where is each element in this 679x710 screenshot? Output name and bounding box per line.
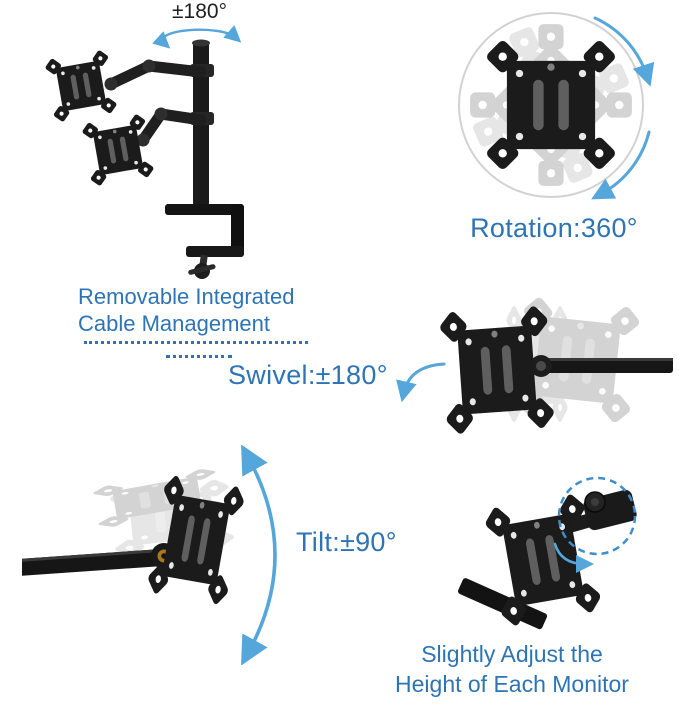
- rotation-circle-illustration: [457, 11, 655, 200]
- knob-highlight-circle: [557, 476, 637, 556]
- height-adjust-label: Slightly Adjust the Height of Each Monit…: [352, 639, 672, 699]
- pole-rotation-label: ±180°: [172, 0, 227, 23]
- tilt-arrow-icon: [241, 445, 277, 665]
- desk-clamp: [165, 204, 244, 279]
- dotted-underline-short: [166, 355, 232, 358]
- upper-arm: [104, 59, 207, 91]
- knob-arrow-icon: [553, 542, 595, 574]
- height-adjust-illustration: [458, 476, 637, 630]
- tilt-label: Tilt:±90°: [296, 527, 397, 557]
- cable-management-line2: Cable Management: [78, 311, 271, 336]
- rotation-arrow-top-icon: [593, 16, 655, 87]
- height-adjust-line2: Height of Each Monitor: [395, 671, 629, 697]
- swivel-arm: [530, 355, 673, 377]
- cable-management-line1: Removable Integrated: [78, 284, 295, 309]
- rotation-arrow-bottom-icon: [591, 130, 651, 200]
- swivel-illustration: [437, 294, 673, 437]
- pole-rotation-arrow-icon: [152, 25, 242, 49]
- bracket-arm: [458, 578, 548, 630]
- tilt-arm: [22, 549, 163, 576]
- tilt-illustration: [22, 465, 248, 608]
- rotation-label: Rotation:360°: [470, 213, 638, 243]
- swivel-label: Swivel:±180°: [228, 360, 388, 390]
- lower-vesa-plate: [80, 112, 156, 188]
- swivel-arrow-icon: [396, 362, 446, 402]
- height-adjust-line1: Slightly Adjust the: [421, 641, 603, 667]
- clamp-assembly: [566, 489, 637, 533]
- monitor-arm-illustration: [43, 39, 244, 279]
- cable-management-label: Removable Integrated Cable Management: [78, 283, 294, 337]
- rotation-outline-circle: [458, 12, 644, 198]
- dotted-underline-long: [84, 341, 308, 344]
- lower-arm: [136, 107, 207, 147]
